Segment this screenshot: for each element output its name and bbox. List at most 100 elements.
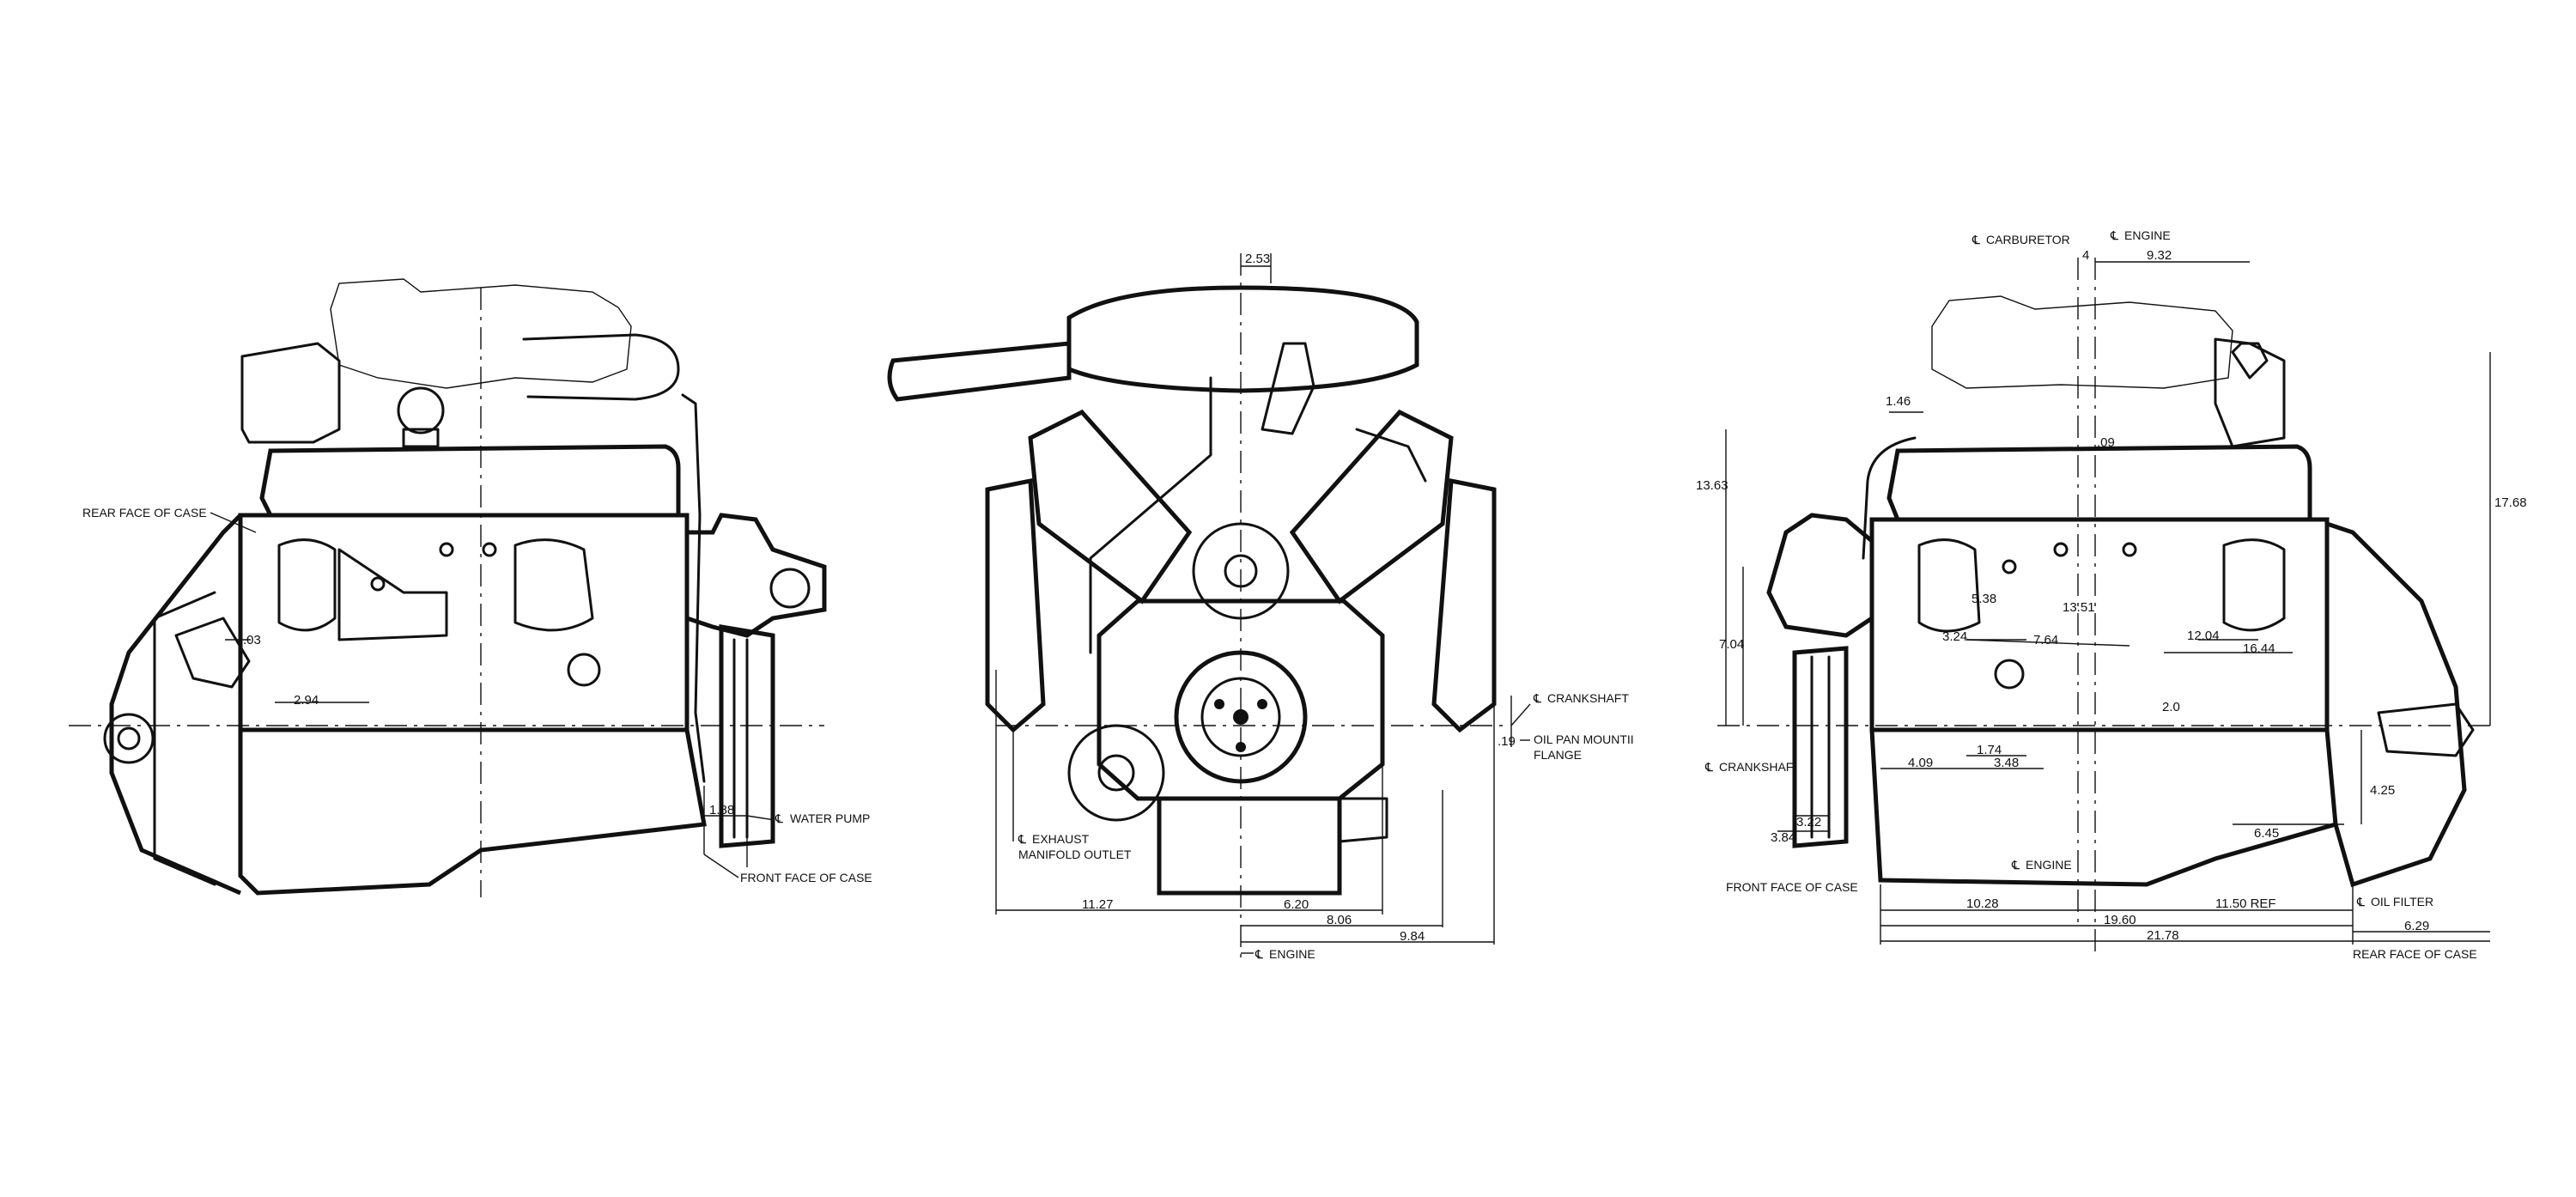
- side-engine-bottom-label: ENGINE: [2026, 858, 2072, 872]
- rear-bell-housing: [109, 513, 242, 896]
- dim-764-line: [1965, 639, 2130, 647]
- centerline-symbol: ℄: [775, 811, 783, 825]
- rear-crank-hub: [117, 726, 141, 750]
- dim-09: .09: [2097, 435, 2115, 450]
- front-alternator-pulley: [1097, 754, 1135, 792]
- dim-1363: 13.63: [1696, 478, 1728, 493]
- rear-bolt: [370, 576, 386, 592]
- side-bolt: [2053, 542, 2069, 557]
- dim-1127: 11.27: [1082, 897, 1113, 912]
- dim-620: 6.20: [1284, 897, 1309, 912]
- side-valve-cover: [1886, 444, 2312, 522]
- rear-view: REAR FACE OF CASE .03 2.94 1.88 ℄ WATER …: [69, 278, 872, 897]
- dim-1768: 17.68: [2494, 495, 2527, 510]
- rear-dipstick-tube: [681, 393, 706, 783]
- centerline-symbol: ℄: [1704, 760, 1713, 774]
- dim-764: 7.64: [2033, 633, 2058, 647]
- dim-1204: 12.04: [2187, 629, 2220, 643]
- dim-324: 3.24: [1942, 629, 1967, 644]
- front-left-head: [1028, 409, 1193, 605]
- front-hose: [1355, 428, 1427, 483]
- side-crankshaft-label: CRANKSHAFı: [1719, 760, 1796, 774]
- rear-bolt: [439, 542, 454, 557]
- rear-valve-cover: [259, 444, 681, 518]
- rear-face-leader: [210, 512, 257, 533]
- rear-water-pump-hub: [769, 568, 811, 609]
- dim-2178: 21.78: [2147, 928, 2179, 943]
- rear-front-face-leader: [703, 854, 739, 878]
- rear-exhaust-manifold-right: [513, 538, 594, 632]
- side-exhaust-left: [1917, 538, 1981, 633]
- dim-704: 7.04: [1719, 637, 1744, 652]
- rear-water-pump: [684, 513, 827, 638]
- exhaust-label-line2: MANIFOLD OUTLET: [1018, 848, 1132, 861]
- rear-flywheel: [153, 591, 216, 886]
- dim-348: 3.48: [1994, 756, 2019, 770]
- dim-146: 1.46: [1886, 394, 1911, 409]
- rear-oil-pump: [567, 653, 601, 687]
- centerline-symbol: ℄: [1533, 691, 1541, 705]
- side-oil-filter-label: OIL FILTER: [2371, 895, 2433, 908]
- exhaust-label-line1: EXHAUST: [1032, 832, 1090, 846]
- dim-1351: 13.51: [2063, 600, 2095, 615]
- dim-188: 1.88: [709, 803, 734, 817]
- dim-19: .19: [1498, 734, 1516, 749]
- dim-1644: 16.44: [2243, 641, 2275, 656]
- front-crankshaft-label: CRANKSHAFT: [1547, 691, 1629, 705]
- dim-4: 4: [2082, 248, 2089, 263]
- rear-manifold-flange: [337, 548, 448, 641]
- rear-air-cleaner-ghost: [330, 278, 632, 389]
- dim-425: 4.25: [2370, 783, 2395, 798]
- side-oil-pan: [1869, 727, 2338, 887]
- front-right-head: [1289, 409, 1454, 605]
- dim-409: 4.09: [1908, 756, 1933, 770]
- dim-984: 9.84: [1400, 929, 1425, 944]
- front-fuel-line: [1089, 376, 1212, 654]
- side-water-pump: [1766, 513, 1874, 638]
- dim-806: 8.06: [1327, 913, 1352, 927]
- side-air-duct: [2214, 337, 2286, 448]
- side-front-face-of-case-label: FRONT FACE OF CASE: [1726, 880, 1858, 894]
- side-air-cleaner-ghost: [1931, 295, 2233, 389]
- oil-pan-label-line2: FLANGE: [1534, 748, 1582, 762]
- centerline-symbol: ℄: [2110, 228, 2118, 242]
- side-rear-face-of-case-label: REAR FACE OF CASE: [2353, 947, 2477, 961]
- side-oil-filter: [2377, 702, 2475, 757]
- front-left-exhaust: [985, 477, 1046, 733]
- dim-322: 3.22: [1796, 815, 1821, 829]
- side-bolt: [2002, 559, 2017, 574]
- side-engine-block: [1869, 517, 2330, 732]
- rear-bolt: [482, 542, 497, 557]
- dim-1150: 11.50 REF: [2215, 896, 2276, 911]
- dim-1028: 10.28: [1966, 896, 1999, 911]
- dim-174: 1.74: [1977, 743, 2002, 757]
- centerline-symbol: ℄: [1018, 832, 1026, 846]
- front-oil-pan: [1157, 796, 1342, 896]
- rear-face-of-case-label: REAR FACE OF CASE: [82, 506, 207, 520]
- side-carburetor-label: CARBURETOR: [1986, 233, 2070, 246]
- centerline-symbol: ℄: [1255, 947, 1263, 961]
- rear-crank-flange: [103, 713, 155, 764]
- side-front-pulley: [1792, 646, 1849, 848]
- water-pump-label: WATER PUMP: [790, 811, 870, 825]
- front-engine-label: ENGINE: [1269, 947, 1315, 961]
- dim-645: 6.45: [2254, 826, 2279, 841]
- rear-pcv-base: [402, 428, 440, 448]
- front-right-exhaust: [1431, 477, 1497, 733]
- centerline-symbol: ℄: [2011, 858, 2020, 872]
- front-alternator: [1067, 724, 1165, 822]
- dim-538: 5.38: [1971, 592, 1996, 606]
- front-air-snorkel: [887, 341, 1072, 402]
- dim-03: .03: [243, 633, 261, 647]
- side-view: ℄ CARBURETOR ℄ ENGINE 4 9.32 1.46 .09 13…: [1696, 228, 2527, 961]
- rear-exhaust-manifold-left: [277, 538, 337, 632]
- oil-pan-label-line1: OIL PAN MOUNTII: [1534, 732, 1634, 746]
- centerline-symbol: ℄: [2356, 895, 2365, 908]
- front-thermostat-housing: [1261, 342, 1315, 435]
- side-bolt: [2122, 542, 2137, 557]
- dim-253: 2.53: [1245, 252, 1270, 266]
- rear-distributor: [240, 342, 341, 444]
- rear-front-pulley: [719, 624, 775, 848]
- rear-pcv-valve: [397, 386, 445, 434]
